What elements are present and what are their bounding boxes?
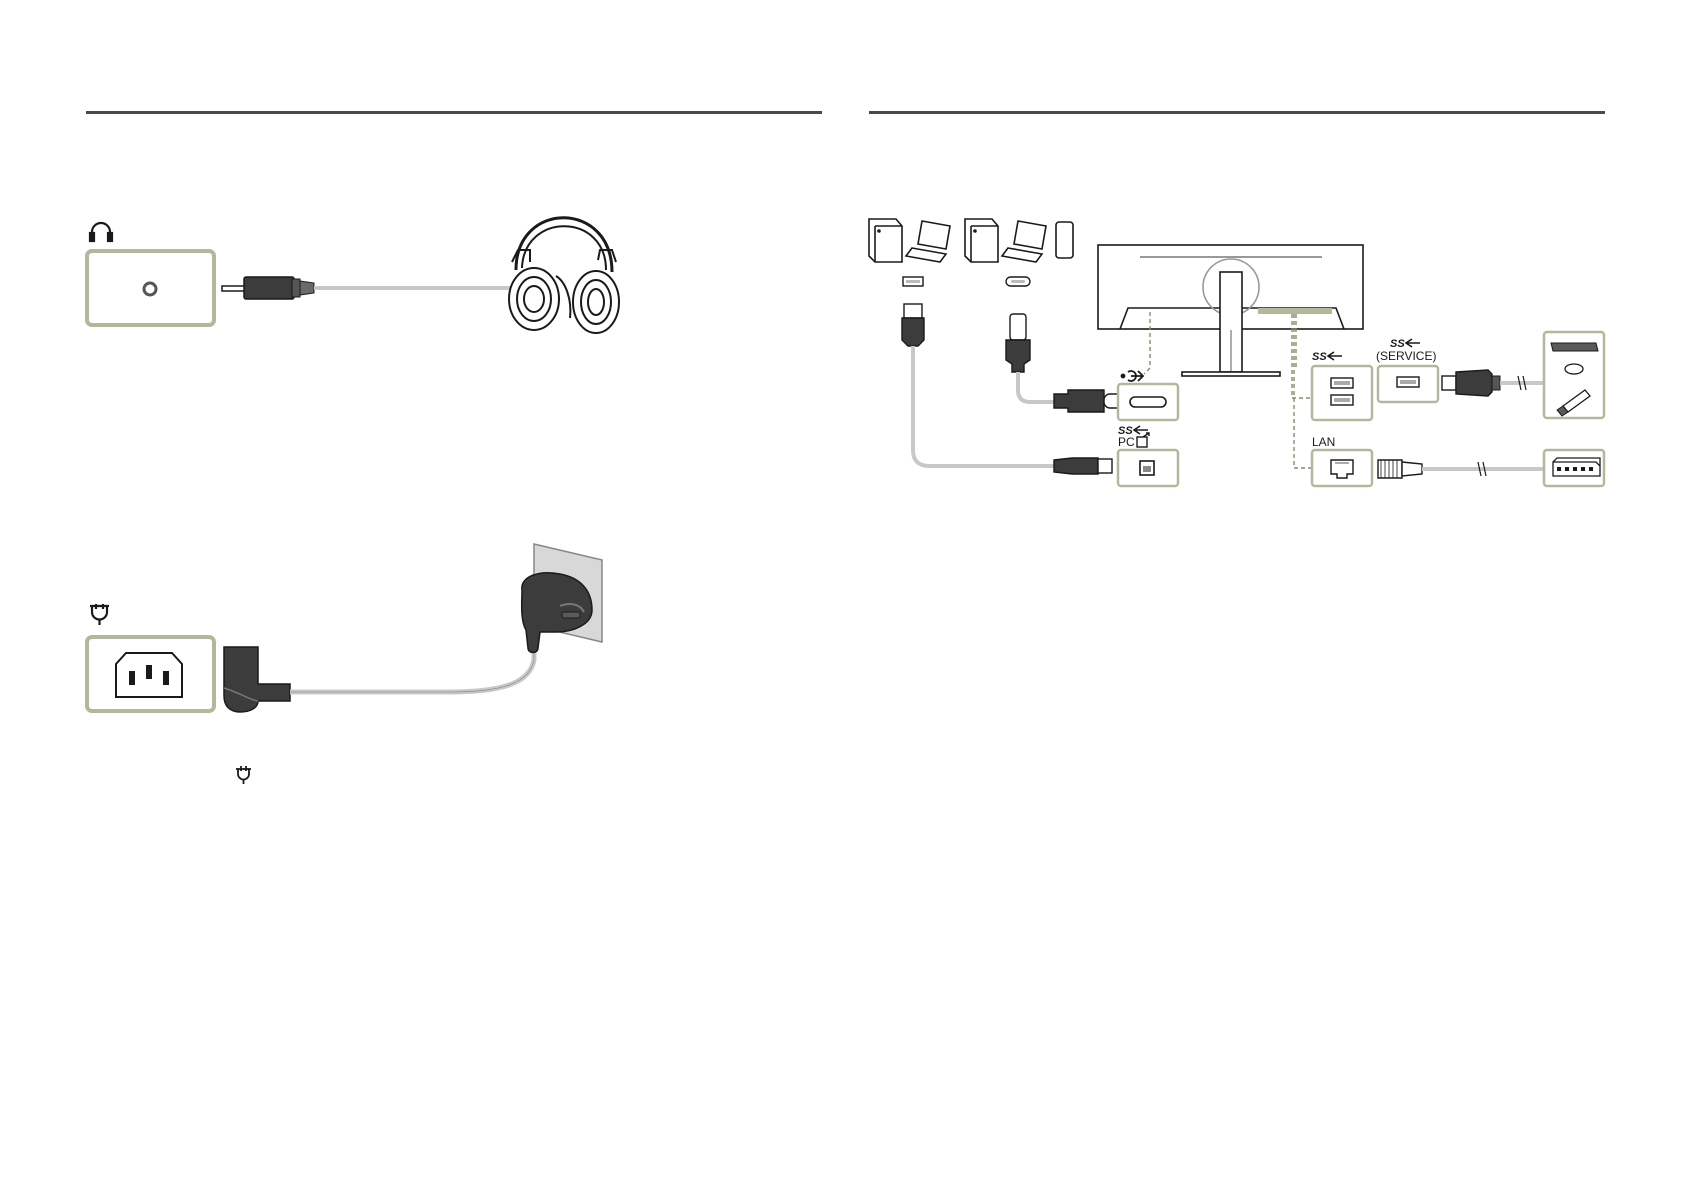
service-label: (SERVICE) [1376,349,1436,363]
usb-c-display-icon [1122,371,1144,381]
headphone-icon [90,223,112,241]
lan-port-frame [1312,450,1372,486]
headphone-jack [144,283,156,295]
headphones-illustration [509,218,619,333]
keyboard-icon [1551,343,1598,351]
wall-plug [522,573,592,653]
usb-superspeed-icon: SS [1312,351,1342,363]
usb-c-receptacle [1130,397,1166,407]
pc-upstream-icon [1137,433,1149,447]
usb-hub-port-frame [1312,366,1372,420]
lan-label: LAN [1312,435,1335,449]
pc-devices-usb-c [965,219,1073,262]
power-plug-icon [236,766,251,784]
smartphone-icon [1056,222,1073,258]
pc-devices-usb-b [869,219,950,262]
mouse-icon [1565,364,1583,374]
desktop-pc-icon [965,219,998,262]
pc-label: PC [1118,435,1135,449]
laptop-icon [906,221,950,262]
power-connection-diagram [87,544,602,784]
power-cable [290,640,534,692]
usb-peripheral-cable [1442,370,1544,396]
headphone-plug [222,277,314,299]
lan-cable [1378,460,1544,478]
laptop-icon [1002,221,1046,262]
power-plug-icon [90,604,109,625]
desktop-pc-icon [869,219,902,262]
usb-lan-connection-diagram: SS PC SS SS [869,219,1604,486]
power-connector [224,647,290,712]
usb-a-to-b-cable [902,304,1112,474]
svg-text:SS: SS [1312,351,1327,363]
headphone-connection-diagram [87,218,619,333]
